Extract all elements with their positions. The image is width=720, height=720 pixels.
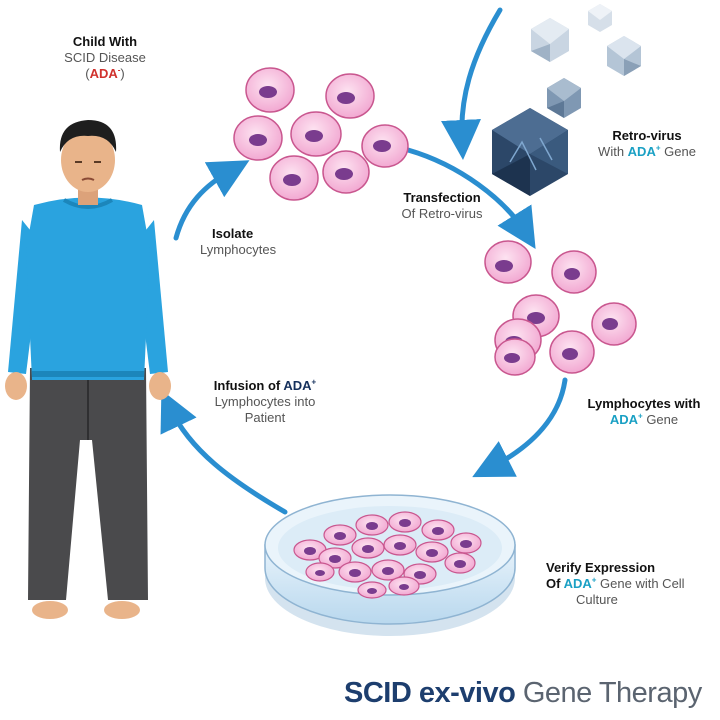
cell-icon [551, 250, 597, 294]
retrovirus-label: Retro-virus With ADA+ Gene [582, 128, 712, 160]
child-disease: SCID Disease [64, 50, 146, 65]
cell-icon [245, 67, 295, 113]
isolated-lymphocytes [233, 67, 409, 201]
ada-minus: ADA [89, 66, 118, 81]
transfection-title: Transfection [403, 190, 481, 205]
isolate-title: Isolate [212, 226, 254, 241]
ada-plus: ADA [283, 378, 312, 393]
child-label: Child With SCID Disease (ADA-) [40, 34, 170, 82]
verify-label: Verify Expression Of ADA+ Gene with Cell… [546, 560, 716, 608]
virus-icon [588, 4, 612, 32]
isolate-label: Isolate Lymphocytes [200, 226, 320, 258]
child-title: Child With [72, 34, 138, 49]
cell-icon [325, 73, 375, 119]
virus-group [492, 4, 641, 196]
child-figure-icon [5, 120, 171, 619]
arrow-icon [160, 389, 288, 515]
transfected-lymphocytes [484, 240, 637, 376]
infusion-title: Infusion of [213, 378, 284, 393]
virus-icon [531, 18, 569, 62]
cell-icon [494, 338, 536, 376]
transfection-label: Transfection Of Retro-virus [382, 190, 502, 222]
cell-icon [233, 115, 283, 161]
cell-icon [361, 124, 409, 168]
cell-icon [484, 240, 532, 284]
petri-dish-icon [264, 494, 516, 636]
arrow-icon [405, 147, 536, 249]
diagram-title: SCID ex-vivo Gene Therapy [344, 677, 702, 709]
ada-plus: ADA [609, 412, 639, 427]
virus-icon [547, 78, 581, 118]
cell-icon [549, 330, 595, 374]
lymphocytes-with-label: Lymphocytes with ADA+ Gene [574, 396, 714, 428]
lymphocytes-with-title: Lymphocytes with [587, 396, 701, 411]
infusion-label: Infusion of ADA+ Lymphocytes into Patien… [213, 377, 317, 425]
cell-icon [322, 150, 370, 194]
arrow-icon [472, 377, 568, 478]
cell-icon [591, 302, 637, 346]
verify-title: Verify Expression [546, 560, 656, 575]
virus-icon [492, 108, 568, 196]
arrow-icon [173, 160, 250, 241]
cell-icon [269, 155, 319, 201]
arrow-icon [441, 7, 503, 160]
ada-plus: ADA [563, 576, 592, 591]
cell-icon [290, 111, 342, 157]
cycle-arrows [160, 7, 568, 515]
virus-icon [607, 36, 641, 76]
retrovirus-title: Retro-virus [612, 128, 682, 143]
ada-plus: ADA [627, 144, 656, 159]
